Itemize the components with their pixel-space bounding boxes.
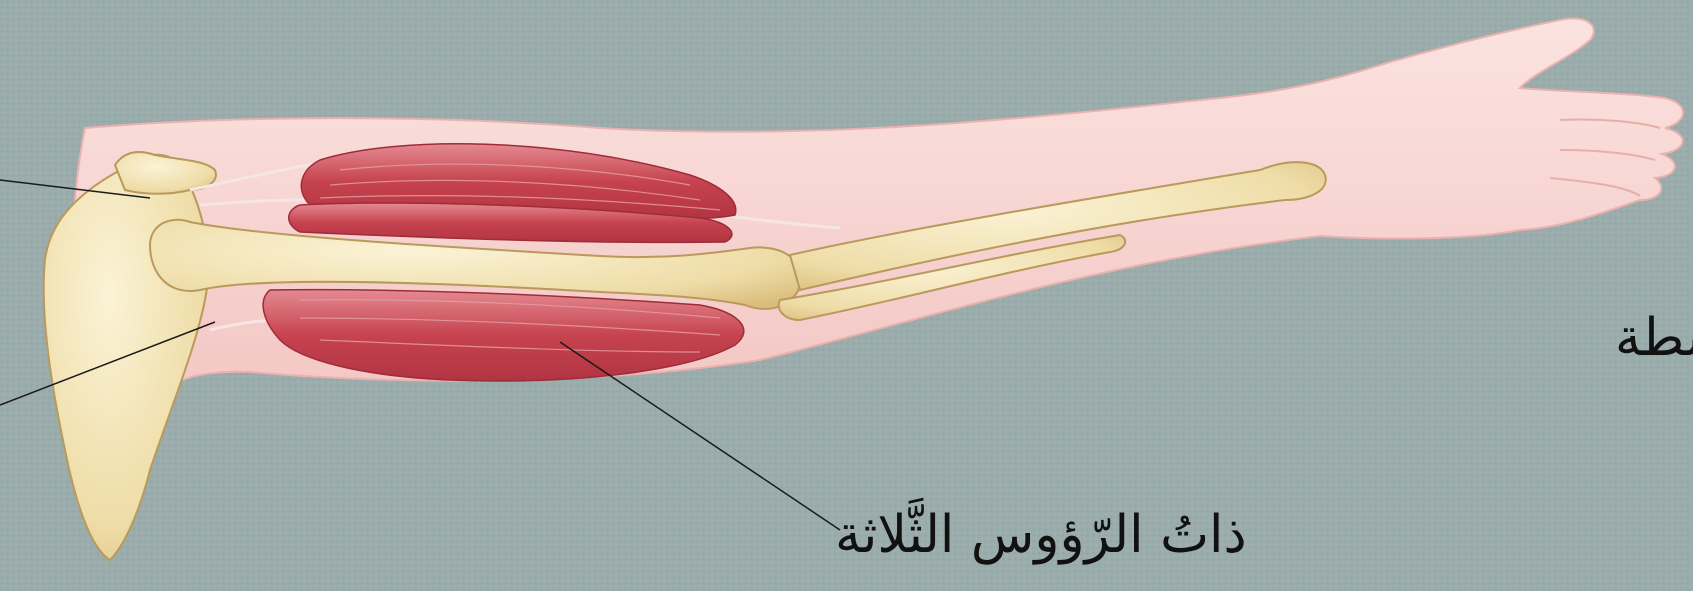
biceps-label: بسِطة <box>1615 308 1693 368</box>
triceps-label: ذاتُ الرّؤوس الثَّلاثة <box>835 505 1247 565</box>
